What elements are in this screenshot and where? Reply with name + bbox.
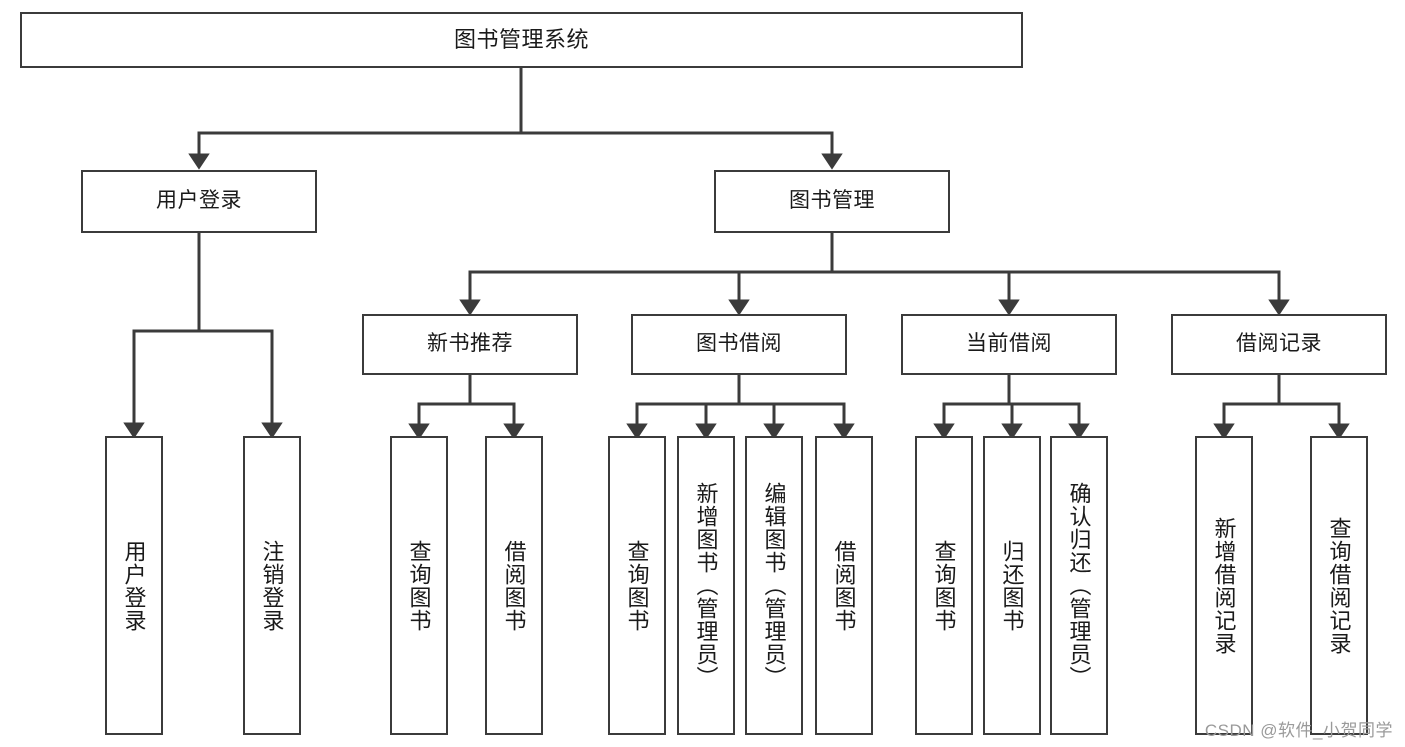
node-leaf-edit-book[interactable]: 编辑图书（管理员） (745, 436, 803, 735)
node-borrow-record[interactable]: 借阅记录 (1171, 314, 1387, 375)
node-leaf-query-book-3[interactable]: 查询图书 (915, 436, 973, 735)
node-leaf-query-record[interactable]: 查询借阅记录 (1310, 436, 1368, 735)
node-leaf-add-book-label: 新增图书（管理员） (693, 482, 719, 689)
node-leaf-user-logout[interactable]: 注销登录 (243, 436, 301, 735)
node-new-book-rec[interactable]: 新书推荐 (362, 314, 578, 375)
node-leaf-user-logout-label: 注销登录 (259, 539, 285, 632)
node-leaf-borrow-book-2-label: 借阅图书 (831, 539, 857, 632)
node-leaf-confirm-return-label: 确认归还（管理员） (1066, 482, 1092, 689)
node-leaf-return-book[interactable]: 归还图书 (983, 436, 1041, 735)
node-root[interactable]: 图书管理系统 (20, 12, 1023, 68)
node-book-manage-label: 图书管理 (789, 189, 875, 213)
node-leaf-query-record-label: 查询借阅记录 (1326, 516, 1352, 655)
node-book-borrow[interactable]: 图书借阅 (631, 314, 847, 375)
node-current-borrow-label: 当前借阅 (966, 332, 1052, 356)
node-leaf-borrow-book-2[interactable]: 借阅图书 (815, 436, 873, 735)
node-leaf-user-login-label: 用户登录 (121, 539, 147, 632)
node-leaf-return-book-label: 归还图书 (999, 539, 1025, 632)
node-leaf-add-record[interactable]: 新增借阅记录 (1195, 436, 1253, 735)
node-leaf-add-record-label: 新增借阅记录 (1211, 516, 1237, 655)
node-root-label: 图书管理系统 (453, 27, 589, 53)
node-borrow-record-label: 借阅记录 (1236, 332, 1322, 356)
csdn-watermark: CSDN @软件_小贺同学 (1204, 721, 1393, 740)
node-user-login[interactable]: 用户登录 (81, 170, 317, 233)
node-leaf-query-book-1-label: 查询图书 (406, 539, 432, 632)
node-leaf-query-book-3-label: 查询图书 (931, 539, 957, 632)
node-leaf-borrow-book-1[interactable]: 借阅图书 (485, 436, 543, 735)
node-leaf-borrow-book-1-label: 借阅图书 (501, 539, 527, 632)
node-book-manage[interactable]: 图书管理 (714, 170, 950, 233)
node-leaf-query-book-2[interactable]: 查询图书 (608, 436, 666, 735)
node-user-login-label: 用户登录 (156, 189, 242, 213)
node-leaf-confirm-return[interactable]: 确认归还（管理员） (1050, 436, 1108, 735)
node-leaf-add-book[interactable]: 新增图书（管理员） (677, 436, 735, 735)
node-leaf-user-login[interactable]: 用户登录 (105, 436, 163, 735)
node-new-book-rec-label: 新书推荐 (427, 332, 513, 356)
node-leaf-edit-book-label: 编辑图书（管理员） (761, 482, 787, 689)
node-book-borrow-label: 图书借阅 (696, 332, 782, 356)
node-leaf-query-book-1[interactable]: 查询图书 (390, 436, 448, 735)
node-leaf-query-book-2-label: 查询图书 (624, 539, 650, 632)
node-current-borrow[interactable]: 当前借阅 (901, 314, 1117, 375)
